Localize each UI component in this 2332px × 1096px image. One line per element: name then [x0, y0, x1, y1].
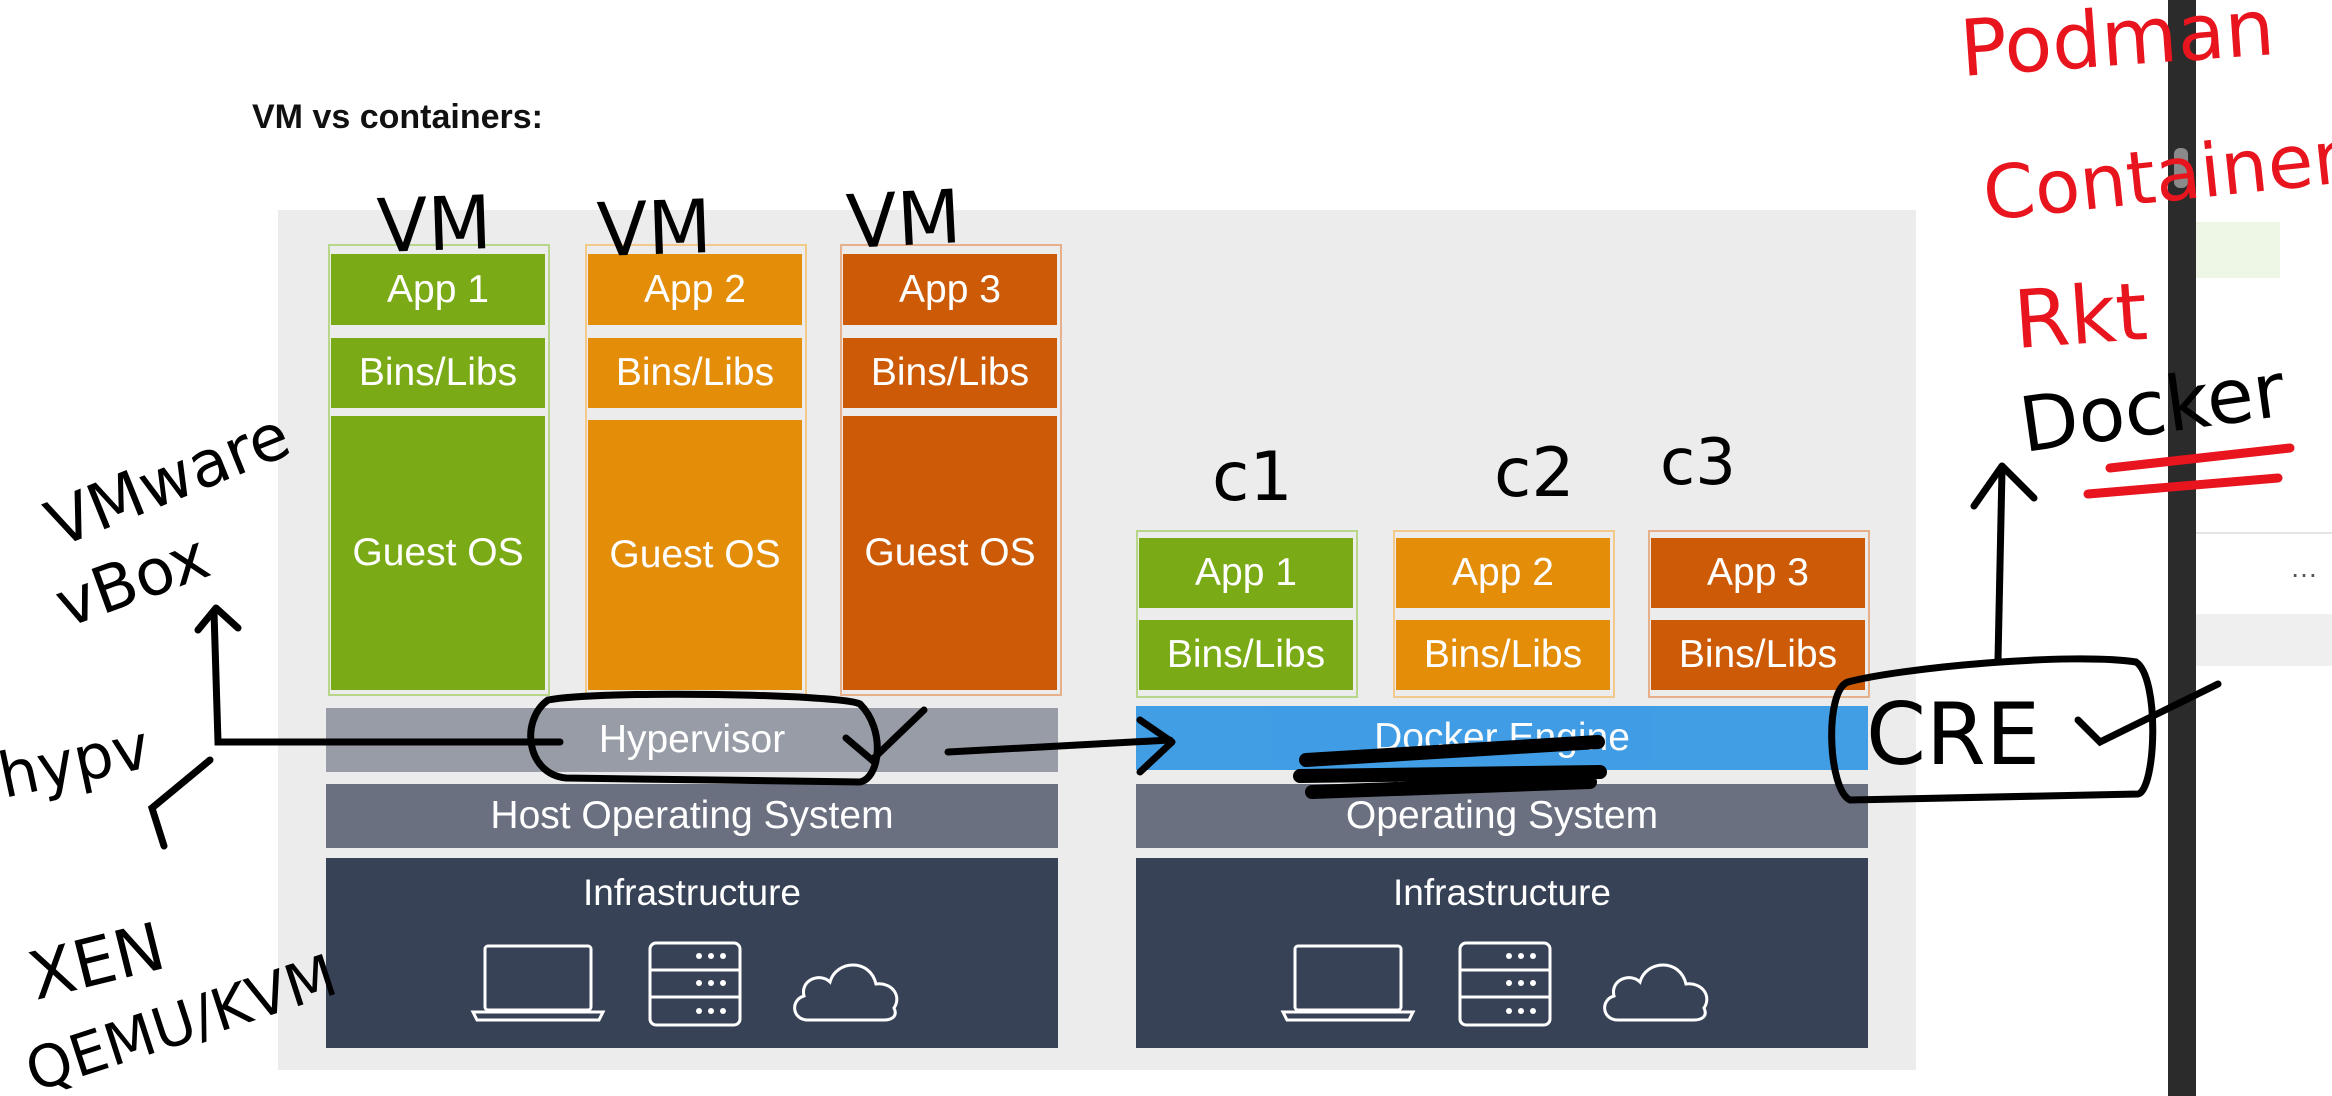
right-side-panel — [2196, 0, 2332, 1096]
vm-bins-libs-3: Bins/Libs — [843, 338, 1057, 408]
vm-infrastructure-label: Infrastructure — [583, 872, 801, 913]
container-app-2: App 2 — [1396, 538, 1610, 608]
vm-app-3: App 3 — [843, 254, 1057, 325]
server-icon — [648, 941, 742, 1027]
page-title: VM vs containers: — [252, 98, 543, 136]
cloud-icon — [793, 963, 899, 1022]
right-panel-divider — [2196, 532, 2332, 534]
host-os-layer: Host Operating System — [326, 784, 1058, 848]
laptop-icon — [1280, 944, 1416, 1022]
more-options-icon[interactable]: … — [2290, 552, 2318, 583]
vm-infrastructure-layer: Infrastructure — [326, 858, 1058, 1048]
server-icon — [1458, 941, 1552, 1027]
vm-bins-libs-1: Bins/Libs — [331, 338, 545, 408]
container-column-2-frame — [1393, 530, 1615, 698]
handwritten-vmware: VMware — [36, 399, 300, 563]
vm-column-3-frame — [840, 244, 1062, 696]
right-panel-row — [2196, 614, 2332, 666]
cloud-icon — [1603, 963, 1709, 1022]
container-bins-libs-1: Bins/Libs — [1139, 620, 1353, 690]
handwritten-rkt: Rkt — [2011, 265, 2150, 367]
container-app-3: App 3 — [1651, 538, 1865, 608]
scrollbar-thumb[interactable] — [2174, 148, 2188, 188]
hypervisor-layer: Hypervisor — [326, 708, 1058, 772]
vm-app-1: App 1 — [331, 254, 545, 325]
container-column-1-frame — [1136, 530, 1358, 698]
handwritten-vbox: vBox — [46, 520, 219, 643]
container-infrastructure-label: Infrastructure — [1393, 872, 1611, 913]
right-panel-highlight — [2196, 222, 2280, 278]
handwritten-xen: XEN — [21, 908, 172, 1016]
vm-guest-os-2: Guest OS — [588, 420, 802, 690]
handwritten-hypv: hypv — [0, 710, 156, 813]
docker-engine-layer: Docker Engine — [1136, 706, 1868, 770]
container-bins-libs-2: Bins/Libs — [1396, 620, 1610, 690]
container-app-1: App 1 — [1139, 538, 1353, 608]
vm-guest-os-1: Guest OS — [331, 416, 545, 690]
container-os-layer: Operating System — [1136, 784, 1868, 848]
vm-app-2: App 2 — [588, 254, 802, 325]
container-bins-libs-3: Bins/Libs — [1651, 620, 1865, 690]
laptop-icon — [470, 944, 606, 1022]
container-column-3-frame — [1648, 530, 1870, 698]
vm-guest-os-3: Guest OS — [843, 416, 1057, 690]
vm-bins-libs-2: Bins/Libs — [588, 338, 802, 408]
container-infrastructure-layer: Infrastructure — [1136, 858, 1868, 1048]
